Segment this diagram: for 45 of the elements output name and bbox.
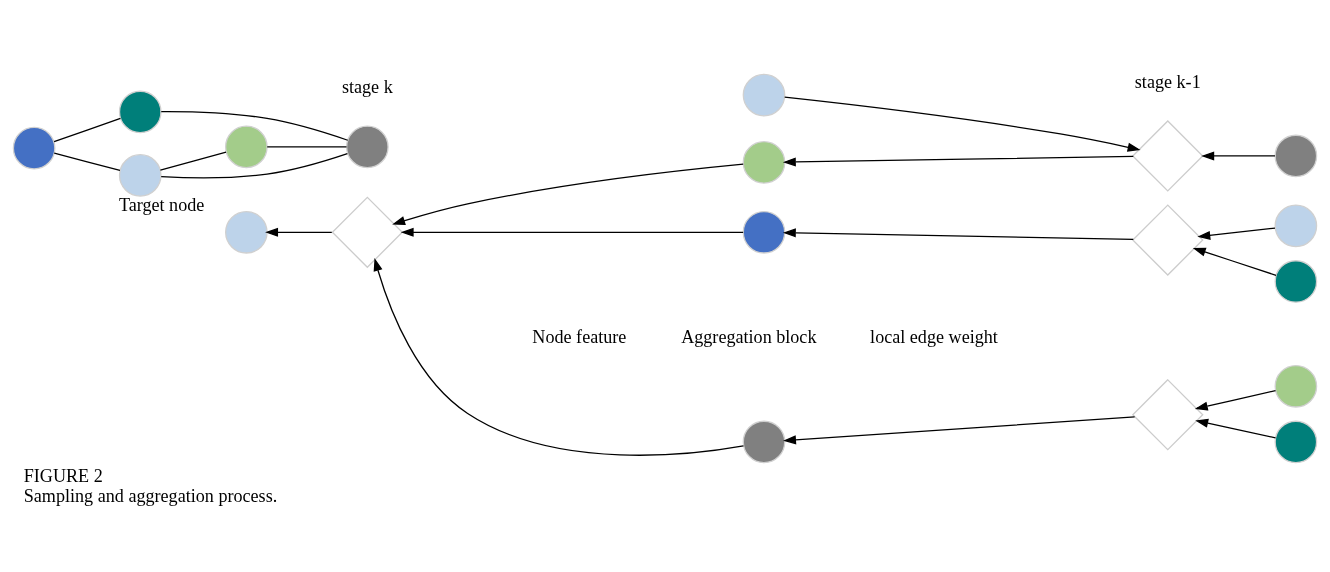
node-circle [742,210,786,254]
label: stage k [341,77,393,98]
legend-label: local edge weight [870,326,998,347]
arrow [1201,151,1276,161]
node-circle [1274,134,1318,178]
arrow [1194,389,1277,411]
arrow [1197,227,1276,240]
node-circle [12,126,56,170]
arrow [782,155,1134,167]
node-circle [118,154,162,197]
arrow [782,228,1134,241]
node-circle [742,141,786,184]
node-circle [1274,364,1318,408]
connector [160,110,349,141]
connector [160,152,349,179]
connector [53,117,122,143]
diagram-title: FIGURE 2 [23,466,103,487]
node-diamond [1131,120,1204,192]
legend-label: Node feature [532,326,627,347]
arrow [373,258,745,456]
arrow [265,227,333,237]
arrow [392,163,744,225]
node-label: Target node [118,194,205,215]
node-diamond [1131,204,1204,276]
arrow [783,416,1136,445]
connector [53,152,121,171]
arrow [1195,418,1277,439]
node-circle [1274,204,1318,248]
arrow [784,96,1141,152]
node-circle [1274,420,1318,464]
node-circle [225,125,268,169]
label: stage k-1 [1134,72,1201,93]
node-circle [1274,260,1318,303]
node-circle [118,90,162,134]
connector [159,151,227,171]
caption: Sampling and aggregation process. [23,485,278,506]
connector [266,146,348,148]
node-circle [225,210,268,254]
node-diamond [1131,378,1204,451]
arrow [400,227,744,237]
arrow [1192,247,1277,276]
node-circle [742,420,786,464]
legend-label: Aggregation block [681,326,817,347]
node-circle [742,73,786,117]
node-circle [346,125,389,169]
